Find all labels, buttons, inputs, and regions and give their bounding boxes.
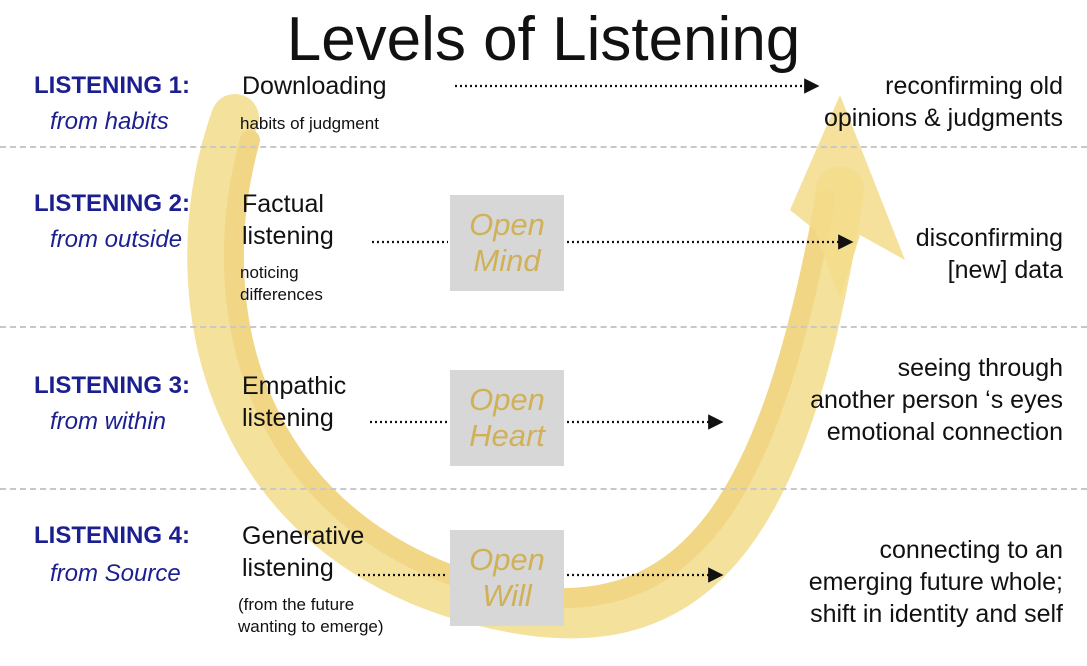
level-main-text: Factual listening <box>242 190 334 250</box>
level-main-text: Empathic listening <box>242 372 347 432</box>
divider <box>0 146 1087 148</box>
level-source: from Source <box>50 560 181 587</box>
level-source: from habits <box>50 108 169 135</box>
level-source: from outside <box>50 226 183 253</box>
level-outcome: disconfirming [new] data <box>915 224 1063 284</box>
page-title: Levels of Listening <box>286 5 801 74</box>
level-label: LISTENING 4: <box>34 522 191 549</box>
level-label: LISTENING 1: <box>34 72 191 99</box>
level-label: LISTENING 2: <box>34 190 191 217</box>
level-sub-text: (from the future wanting to emerge) <box>238 595 384 636</box>
divider <box>0 488 1087 490</box>
level-sub-text: habits of judgment <box>240 114 379 133</box>
level-main-text: Generative listening <box>242 522 365 582</box>
level-outcome: connecting to an emerging future whole; … <box>808 536 1063 628</box>
level-source: from within <box>50 408 167 435</box>
open-will-box: Open Will <box>450 530 564 626</box>
level-outcome: reconfirming old opinions & judgments <box>823 72 1063 132</box>
level-outcome: seeing through another person ‘s eyes em… <box>810 354 1063 446</box>
level-sub-text: noticing differences <box>240 263 323 304</box>
level-main-text: Downloading <box>242 72 387 100</box>
divider <box>0 326 1087 328</box>
open-mind-box: Open Mind <box>450 195 564 291</box>
level-label: LISTENING 3: <box>34 372 191 399</box>
open-heart-box: Open Heart <box>450 370 564 466</box>
